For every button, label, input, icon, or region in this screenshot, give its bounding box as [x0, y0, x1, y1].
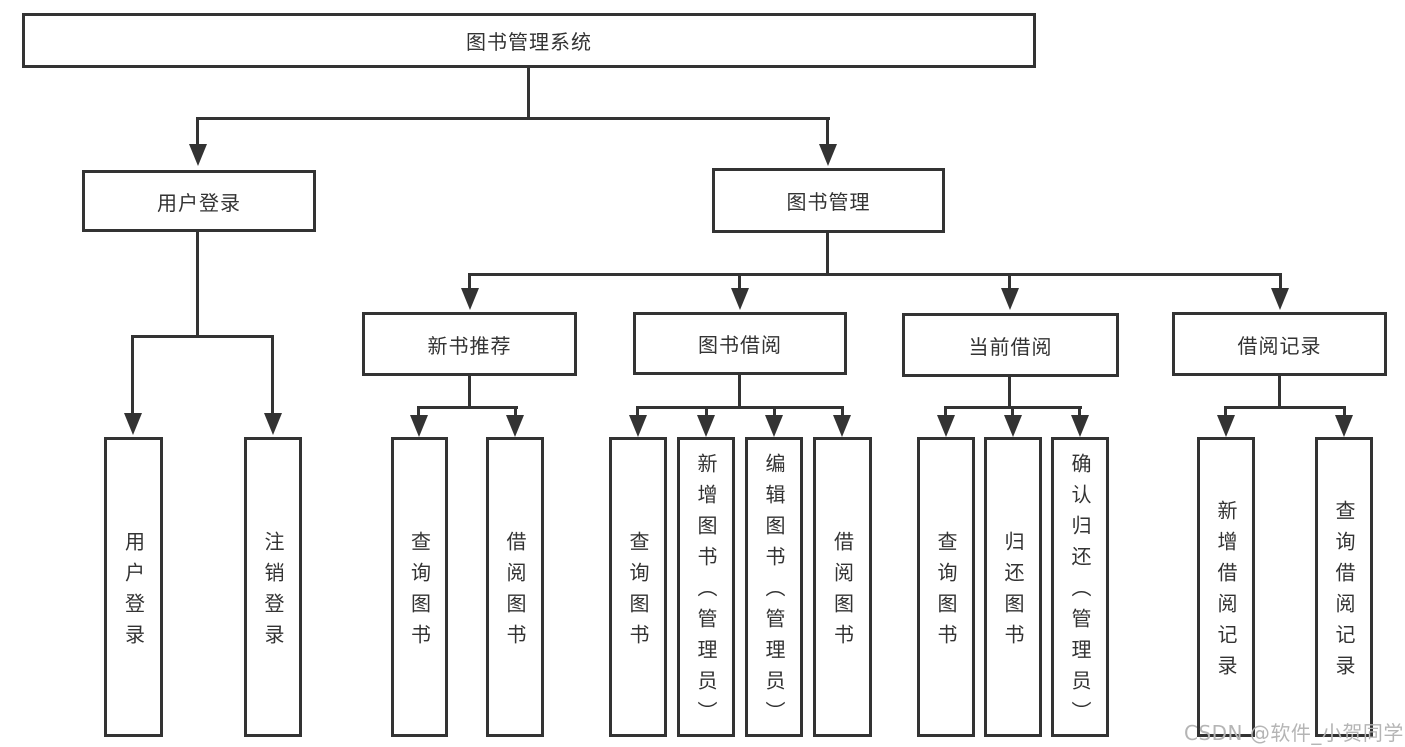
arrowhead-add-book-admin — [697, 415, 715, 437]
edge-new-book-recommend-bar — [417, 406, 518, 409]
edge-drop-current-borrow — [1008, 276, 1011, 290]
arrowhead-borrow-book-2 — [833, 415, 851, 437]
arrowhead-current-borrow — [1001, 288, 1019, 310]
arrowhead-return-book — [1004, 415, 1022, 437]
edge-borrow-records-trunk — [1278, 376, 1281, 409]
node-return-book: 归还图书 — [984, 437, 1042, 737]
node-borrow-book-2: 借阅图书 — [813, 437, 872, 737]
arrowhead-query-book-1 — [410, 415, 428, 437]
node-current-borrow: 当前借阅 — [902, 313, 1119, 377]
node-edit-book-admin: 编辑图书（管理员） — [745, 437, 803, 737]
edge-drop-add-borrow-record — [1224, 406, 1227, 418]
node-user-login: 用户登录 — [82, 170, 316, 232]
arrowhead-user-login — [189, 144, 207, 166]
edge-drop-user-login-leaf — [131, 335, 134, 415]
edge-drop-logout-leaf — [271, 335, 274, 415]
arrowhead-query-book-3 — [937, 415, 955, 437]
edge-root-drop-right — [826, 117, 829, 148]
edge-drop-edit-book-admin — [773, 406, 776, 418]
edge-user-login-bar — [131, 335, 274, 338]
edge-borrow-records-bar — [1224, 406, 1346, 409]
node-logout-leaf: 注销登录 — [244, 437, 302, 737]
node-user-login-leaf: 用户登录 — [104, 437, 163, 737]
arrowhead-logout-leaf — [264, 413, 282, 435]
arrowhead-add-borrow-record — [1217, 415, 1235, 437]
arrowhead-user-login-leaf — [124, 413, 142, 435]
edge-drop-query-book-2 — [636, 406, 639, 418]
node-add-borrow-record: 新增借阅记录 — [1197, 437, 1255, 737]
edge-drop-book-borrow — [738, 276, 741, 290]
edge-drop-query-book-3 — [944, 406, 947, 418]
edge-root-trunk — [527, 68, 530, 120]
edge-drop-new-book-recommend — [468, 273, 471, 290]
node-query-book-1: 查询图书 — [391, 437, 448, 737]
arrowhead-edit-book-admin — [765, 415, 783, 437]
arrowhead-query-borrow-record — [1335, 415, 1353, 437]
edge-drop-borrow-book-2 — [841, 406, 844, 418]
node-borrow-records: 借阅记录 — [1172, 312, 1387, 376]
node-borrow-book-1: 借阅图书 — [486, 437, 544, 737]
arrowhead-book-management — [819, 144, 837, 166]
edge-book-borrow-trunk — [738, 375, 741, 409]
arrowhead-confirm-return-admin — [1071, 415, 1089, 437]
arrowhead-query-book-2 — [629, 415, 647, 437]
edge-root-bar — [196, 117, 830, 120]
node-query-borrow-record: 查询借阅记录 — [1315, 437, 1373, 737]
edge-new-book-recommend-trunk — [468, 375, 471, 409]
edge-current-borrow-trunk — [1008, 377, 1011, 409]
edge-drop-query-borrow-record — [1343, 406, 1346, 418]
node-book-borrow: 图书借阅 — [633, 312, 847, 375]
arrowhead-borrow-records — [1271, 288, 1289, 310]
edge-book-borrow-bar — [636, 406, 844, 409]
node-query-book-2: 查询图书 — [609, 437, 667, 737]
node-library-management-system: 图书管理系统 — [22, 13, 1036, 68]
watermark: CSDN @软件_小贺同学 — [1184, 721, 1404, 745]
edge-book-management-trunk — [826, 233, 829, 276]
node-query-book-3: 查询图书 — [917, 437, 975, 737]
edge-drop-query-book-1 — [417, 406, 420, 418]
edge-book-management-bar — [468, 273, 1282, 276]
edge-drop-confirm-return-admin — [1078, 406, 1081, 418]
node-confirm-return-admin: 确认归还（管理员） — [1051, 437, 1109, 737]
arrowhead-borrow-book-1 — [506, 415, 524, 437]
edge-drop-borrow-book-1 — [514, 406, 517, 418]
edge-user-login-trunk — [196, 232, 199, 337]
edge-drop-borrow-records — [1279, 273, 1282, 290]
edge-drop-return-book — [1011, 406, 1014, 418]
node-new-book-recommend: 新书推荐 — [362, 312, 577, 376]
node-add-book-admin: 新增图书（管理员） — [677, 437, 735, 737]
edge-root-drop-left — [196, 117, 199, 148]
node-book-management: 图书管理 — [712, 168, 945, 233]
arrowhead-new-book-recommend — [461, 288, 479, 310]
arrowhead-book-borrow — [731, 288, 749, 310]
edge-drop-add-book-admin — [705, 406, 708, 418]
